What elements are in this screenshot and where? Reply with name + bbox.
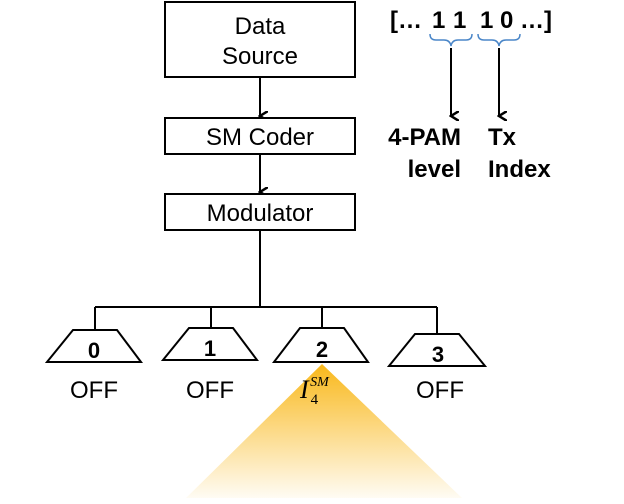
transmitter-1-index: 1 (204, 336, 216, 361)
bitstream-close: …] (520, 7, 552, 34)
transmitter-0-index: 0 (88, 338, 100, 363)
light-beam (186, 364, 462, 498)
transmitter-2-index: 2 (316, 337, 328, 362)
transmitter-0: 0 (44, 329, 143, 363)
data-source-label-line1: Data (235, 13, 286, 40)
pam-level-label-line2: level (408, 156, 461, 183)
bitstream-open: [… (390, 7, 422, 34)
pam-level-label-line1: 4-PAM (388, 124, 461, 151)
bitstream-bit-3: 1 (480, 7, 493, 34)
transmitter-3: 3 (386, 333, 488, 367)
tx-index-label-line1: Tx (488, 124, 517, 151)
modulator-block (164, 193, 356, 231)
data-source-block (164, 1, 356, 78)
sm-coder-label: SM Coder (206, 124, 314, 151)
data-source-label-line2: Source (222, 43, 298, 70)
transmitter-1: 1 (160, 327, 259, 361)
transmitter-2: 2 (271, 327, 370, 363)
bitstream-bit-2: 1 (453, 7, 466, 34)
transmitter-3-state: OFF (416, 377, 464, 404)
transmitter-3-index: 3 (432, 342, 444, 367)
pam-level-brace (429, 33, 473, 47)
bitstream-bit-4: 0 (500, 7, 513, 34)
sm-coder-block (164, 117, 356, 155)
tx-index-brace (477, 33, 521, 47)
tx-index-label-line2: Index (488, 156, 551, 183)
bitstream-bit-1: 1 (432, 7, 445, 34)
transmitter-1-state: OFF (186, 377, 234, 404)
modulator-label: Modulator (207, 200, 314, 227)
transmitter-0-state: OFF (70, 377, 118, 404)
